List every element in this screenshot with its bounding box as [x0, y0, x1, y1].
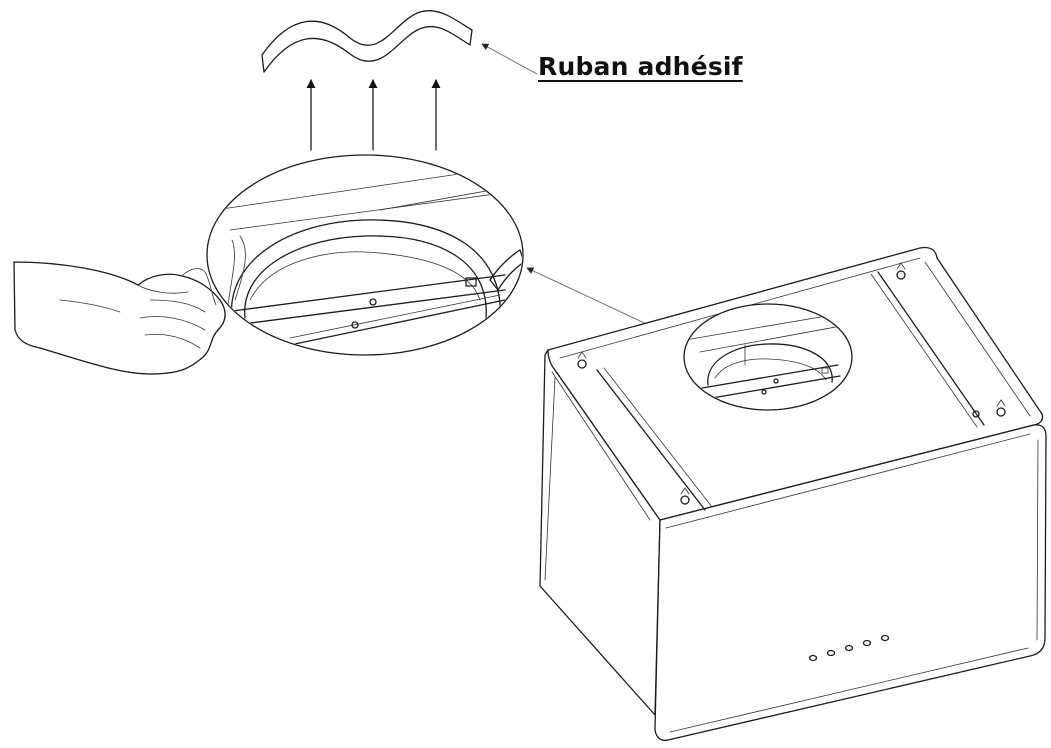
- mounting-bolts: [577, 262, 1006, 505]
- outlet-collar: [683, 303, 853, 411]
- range-hood: [539, 246, 1047, 742]
- up-arrow-icon: [306, 79, 441, 151]
- tape-callout-label: Ruban adhésif: [538, 52, 743, 81]
- hand-icon: [13, 261, 226, 375]
- detail-magnifier: [206, 154, 524, 356]
- tape-leader-line: [481, 43, 538, 75]
- control-buttons: [808, 634, 890, 662]
- tape-strip-icon: [261, 10, 473, 73]
